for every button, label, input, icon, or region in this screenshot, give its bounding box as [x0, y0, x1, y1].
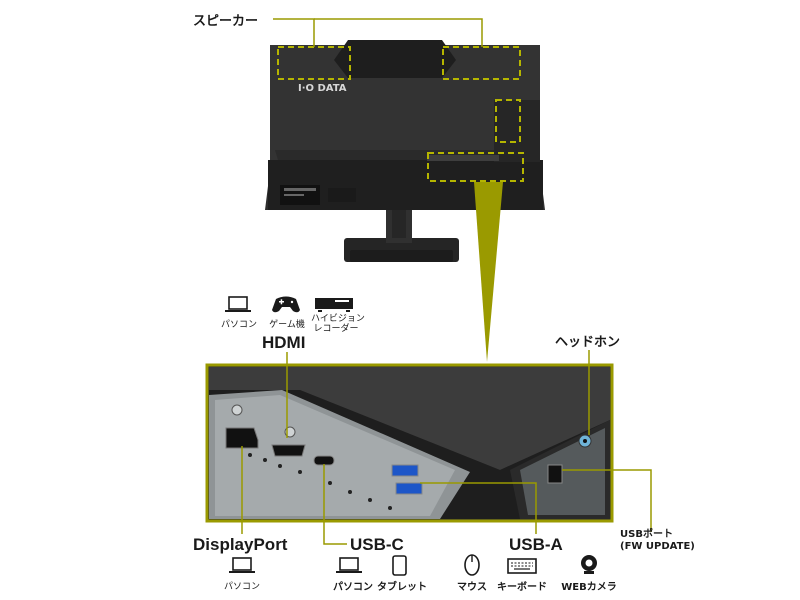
- usba-port-top: [391, 464, 419, 477]
- recorder-icon: [315, 298, 353, 312]
- pc-icon: [225, 296, 251, 312]
- port-highlight-side: [495, 99, 521, 143]
- monitor-brand: I·O DATA: [298, 83, 347, 94]
- usbc-label: USB-C: [350, 535, 404, 554]
- usbc-device-pc: パソコン: [333, 582, 373, 593]
- usbc-port: [313, 455, 335, 466]
- headphone-label: ヘッドホン: [555, 335, 621, 350]
- mouse-icon: [464, 554, 480, 576]
- displayport-label: DisplayPort: [193, 535, 288, 554]
- usba-port-bottom: [395, 482, 423, 495]
- usba-leader: [420, 482, 537, 534]
- usb-service-leader: [562, 469, 652, 532]
- displayport-port: [225, 427, 259, 449]
- usba-device-keyboard: キーボード: [497, 582, 547, 593]
- pc-icon: [229, 557, 255, 573]
- dp-device-pc: パソコン: [223, 582, 260, 592]
- usbc-device-tablet: タブレット: [377, 582, 427, 593]
- hdmi-device-recorder: ハイビジョン レコーダー: [311, 314, 365, 334]
- usb-service-port: [547, 464, 563, 484]
- speaker-highlight-right: [442, 46, 521, 80]
- hdmi-device-recorder-line1: ハイビジョン: [311, 314, 365, 324]
- hdmi-label: HDMI: [262, 333, 306, 352]
- speaker-label: スピーカー: [193, 14, 259, 29]
- usb-service-label-line2: (FW UPDATE): [620, 541, 695, 552]
- usba-device-mouse: マウス: [457, 582, 487, 593]
- hdmi-device-pc: パソコン: [220, 320, 257, 330]
- monitor-handle: [334, 40, 456, 78]
- usba-device-webcam: WEBカメラ: [561, 582, 617, 593]
- usb-service-label: USBポート (FW UPDATE): [620, 529, 695, 553]
- keyboard-icon: [507, 558, 537, 574]
- usb-service-label-line1: USBポート: [620, 529, 673, 540]
- zoom-wedge: [474, 182, 503, 362]
- screw-left: [231, 404, 243, 416]
- port-highlight-bottom: [427, 152, 524, 182]
- pc-icon: [336, 557, 362, 573]
- usba-label: USB-A: [509, 535, 563, 554]
- speaker-leader: [273, 18, 315, 47]
- tablet-icon: [392, 555, 407, 576]
- game-controller-icon: [272, 296, 300, 313]
- webcam-icon: [581, 555, 597, 574]
- hdmi-device-recorder-line2: レコーダー: [313, 324, 359, 334]
- hdmi-device-game: ゲーム機: [269, 320, 305, 330]
- hdmi-port: [271, 444, 306, 457]
- usbc-leader: [323, 464, 347, 545]
